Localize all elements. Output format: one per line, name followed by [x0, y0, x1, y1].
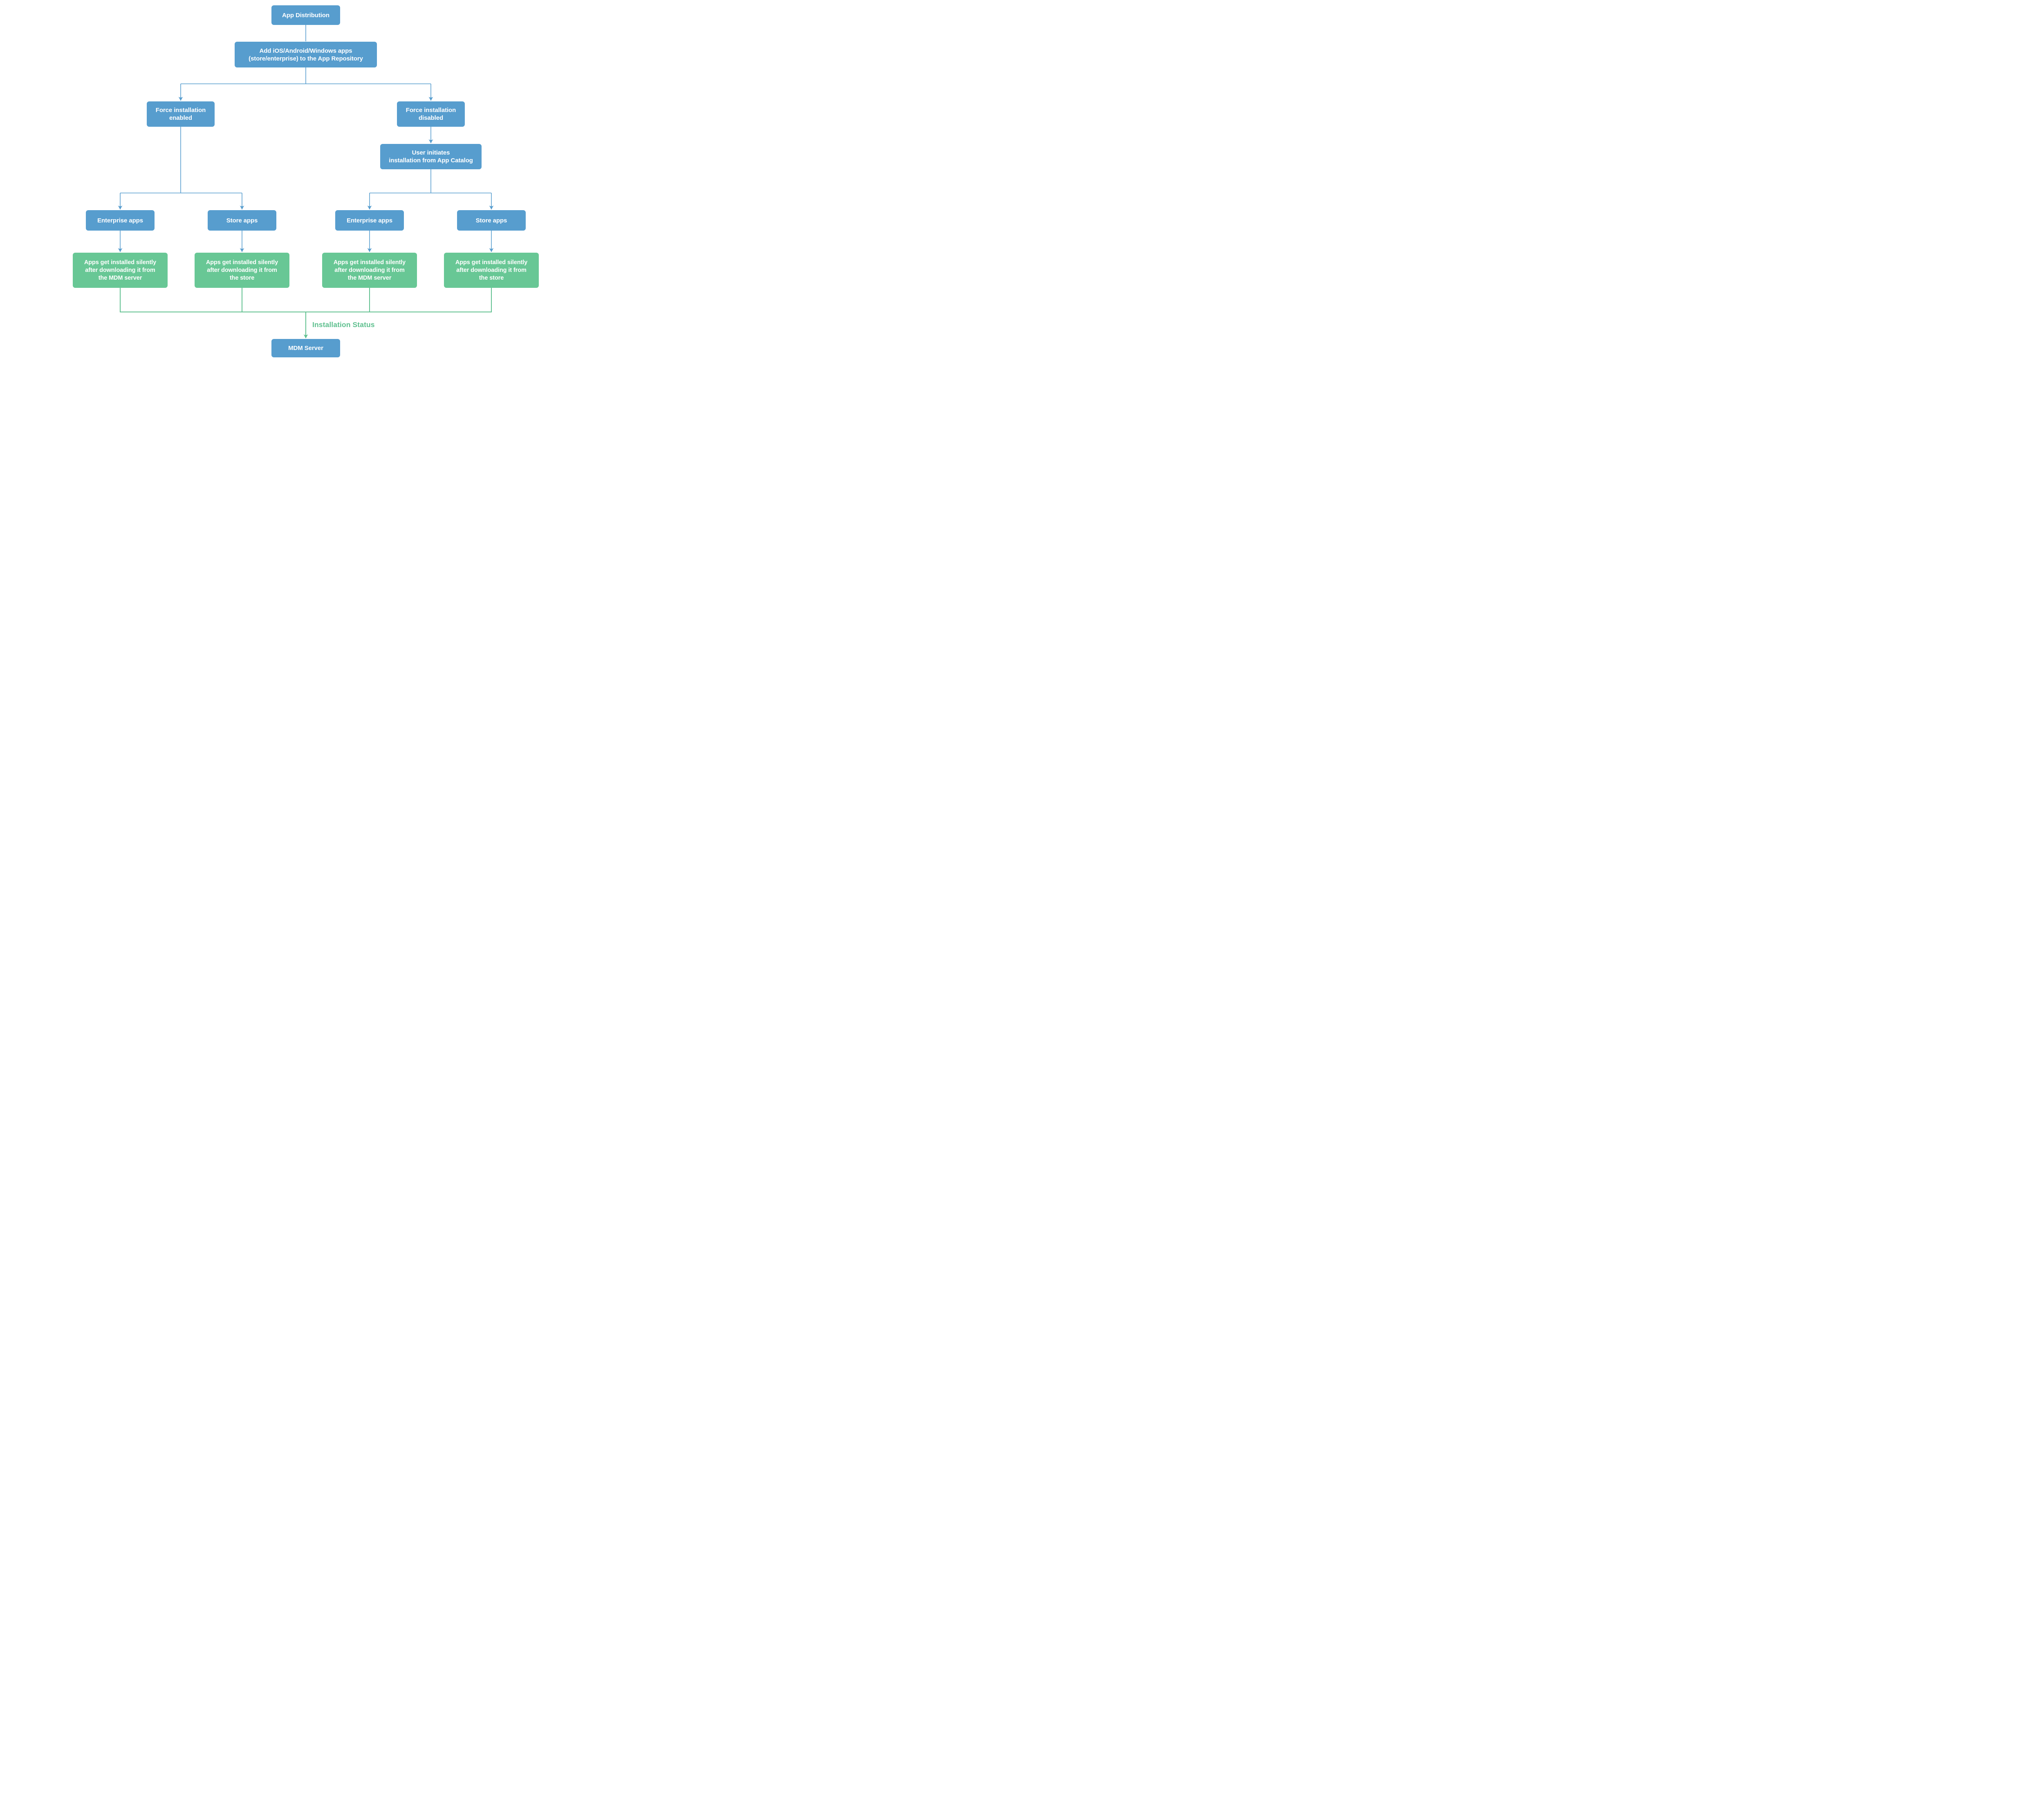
- node-label-line: User initiates: [412, 149, 450, 156]
- node-label-line: enabled: [169, 114, 192, 121]
- edge-addapps-split-rail: [181, 67, 431, 84]
- node-enterprise-apps-left: Enterprise apps: [86, 210, 155, 231]
- node-store-apps-right: Store apps: [457, 210, 526, 231]
- node-silent-install-mdm-right: Apps get installed silently after downlo…: [322, 253, 417, 288]
- node-mdm-server: MDM Server: [271, 339, 340, 357]
- node-label-line: installation from App Catalog: [389, 157, 473, 164]
- node-label: MDM Server: [288, 345, 323, 352]
- node-label-line: Apps get installed silently: [333, 259, 406, 266]
- node-user-initiates-installation: User initiates installation from App Cat…: [380, 144, 482, 169]
- node-force-installation-enabled: Force installation enabled: [147, 101, 215, 127]
- node-label: App Distribution: [282, 11, 329, 19]
- node-label-line: after downloading it from: [85, 267, 155, 274]
- node-label: Store apps: [475, 217, 507, 224]
- node-label-line: Apps get installed silently: [84, 259, 157, 266]
- edge-user-initiates-split-rail: [370, 169, 491, 193]
- edge-green-collector-rail: [120, 288, 492, 312]
- node-label-line: Force installation: [406, 107, 456, 114]
- node-force-installation-disabled: Force installation disabled: [397, 101, 465, 127]
- node-silent-install-mdm-left: Apps get installed silently after downlo…: [73, 253, 168, 288]
- node-label-line: the store: [229, 274, 255, 281]
- node-store-apps-left: Store apps: [208, 210, 276, 231]
- node-enterprise-apps-right: Enterprise apps: [335, 210, 404, 231]
- node-silent-install-store-right: Apps get installed silently after downlo…: [444, 253, 539, 288]
- flowchart-canvas: App Distribution Add iOS/Android/Windows…: [0, 0, 631, 360]
- node-label-line: Apps get installed silently: [206, 259, 278, 266]
- node-label-line: the store: [479, 274, 504, 281]
- edge-force-enabled-split-rail: [120, 127, 242, 193]
- node-label-line: Add iOS/Android/Windows apps: [259, 47, 352, 54]
- node-label-line: after downloading it from: [207, 267, 277, 274]
- connector-layer: [118, 25, 494, 339]
- node-label-line: the MDM server: [347, 274, 392, 281]
- node-add-apps-repository: Add iOS/Android/Windows apps (store/ente…: [235, 42, 377, 67]
- node-label: Enterprise apps: [347, 217, 392, 224]
- edge-label-installation-status: Installation Status: [312, 321, 375, 329]
- node-app-distribution: App Distribution: [271, 5, 340, 25]
- node-label-line: after downloading it from: [456, 267, 527, 274]
- node-label-line: the MDM server: [98, 274, 142, 281]
- node-label-line: after downloading it from: [334, 267, 405, 274]
- node-silent-install-store-left: Apps get installed silently after downlo…: [195, 253, 289, 288]
- node-label-line: Force installation: [155, 107, 206, 114]
- node-label: Store apps: [226, 217, 258, 224]
- node-label-line: (store/enterprise) to the App Repository: [249, 55, 363, 62]
- node-label-line: disabled: [418, 114, 444, 121]
- node-label-line: Apps get installed silently: [455, 259, 528, 266]
- node-label: Enterprise apps: [97, 217, 143, 224]
